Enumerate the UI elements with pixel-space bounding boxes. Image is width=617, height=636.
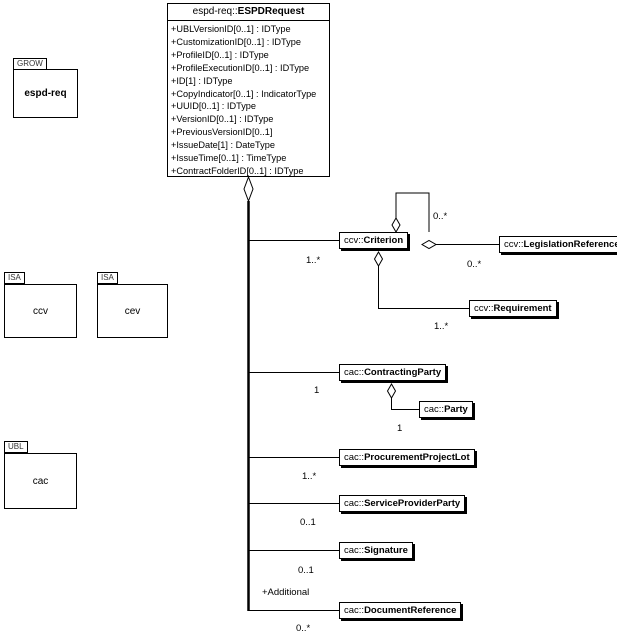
package-tab-ccv: ISA [4, 272, 25, 284]
package-cev[interactable]: cev [97, 284, 168, 338]
multiplicity-contracting-party: 1 [314, 385, 320, 396]
package-espd-req[interactable]: espd-req [13, 69, 78, 118]
attribute: +CustomizationID[0..1] : IDType [171, 36, 301, 47]
class-requirement[interactable]: ccv::Requirement [469, 300, 557, 317]
class-prefix: espd-req:: [192, 6, 238, 17]
attribute: +ProfileExecutionID[0..1] : IDType [171, 62, 310, 73]
class-prefix: cac:: [344, 605, 365, 616]
criterion-self-line [395, 192, 430, 232]
class-legislation-reference[interactable]: ccv::LegislationReference [499, 236, 617, 253]
attribute: +PreviousVersionID[0..1] [171, 127, 273, 138]
class-name: Signature [364, 545, 408, 556]
multiplicity-party: 1 [397, 423, 403, 434]
class-name: DocumentReference [364, 605, 457, 616]
multiplicity-signature: 0..1 [298, 565, 314, 576]
class-name: Criterion [363, 235, 404, 246]
role-label-additional: +Additional [262, 587, 310, 598]
class-name: ServiceProviderParty [364, 498, 461, 509]
class-prefix: cac:: [424, 404, 445, 415]
criterion-self-diamond [391, 216, 401, 234]
attribute: +IssueTime[0..1] : TimeType [171, 153, 287, 164]
attribute: +VersionID[0..1] : IDType [171, 114, 274, 125]
attribute: +ContractFolderID[0..1] : IDType [171, 165, 304, 176]
contracting-party-party-line [391, 398, 419, 410]
multiplicity-criterion-self: 0..* [433, 211, 448, 222]
attribute: +ProfileID[0..1] : IDType [171, 49, 269, 60]
criterion-requirement-diamond [373, 250, 384, 268]
class-criterion[interactable]: ccv::Criterion [339, 232, 409, 249]
package-cac[interactable]: cac [4, 453, 77, 509]
class-prefix: ccv:: [504, 239, 524, 250]
root-aggregation-diamond [243, 175, 254, 203]
attribute: +ID[1] : IDType [171, 75, 233, 86]
class-prefix: cac:: [344, 498, 365, 509]
criterion-legislation-diamond [420, 239, 438, 250]
package-tab-cev: ISA [97, 272, 118, 284]
class-name: LegislationReference [523, 239, 617, 250]
class-espd-request[interactable]: espd-req::ESPDRequest +UBLVersionID[0..1… [167, 3, 330, 177]
attribute: +UUID[0..1] : IDType [171, 101, 257, 112]
multiplicity-procurement-lot: 1..* [302, 471, 317, 482]
attribute: +IssueDate[1] : DateType [171, 140, 275, 151]
class-name: ESPDRequest [237, 6, 305, 17]
multiplicity-service-provider: 0..1 [300, 517, 316, 528]
class-prefix: ccv:: [474, 303, 494, 314]
class-prefix: ccv:: [344, 235, 364, 246]
class-name: ContractingParty [364, 367, 442, 378]
class-title: espd-req::ESPDRequest [168, 4, 329, 21]
attribute-list: +UBLVersionID[0..1] : IDType +Customizat… [168, 21, 329, 178]
package-tab-cac: UBL [4, 441, 28, 453]
class-signature[interactable]: cac::Signature [339, 542, 413, 559]
class-prefix: cac:: [344, 452, 365, 463]
multiplicity-document-reference: 0..* [296, 623, 311, 634]
contracting-party-diamond [386, 382, 397, 400]
class-contracting-party[interactable]: cac::ContractingParty [339, 364, 447, 381]
class-document-reference[interactable]: cac::DocumentReference [339, 602, 462, 619]
class-prefix: cac:: [344, 367, 365, 378]
multiplicity-requirement: 1..* [434, 321, 449, 332]
multiplicity-criterion: 1..* [306, 255, 321, 266]
attribute: +CopyIndicator[0..1] : IndicatorType [171, 88, 317, 99]
package-ccv[interactable]: ccv [4, 284, 77, 338]
class-prefix: cac:: [344, 545, 365, 556]
multiplicity-legislation: 0..* [467, 259, 482, 270]
class-name: Party [444, 404, 468, 415]
class-procurement-project-lot[interactable]: cac::ProcurementProjectLot [339, 449, 475, 466]
class-party[interactable]: cac::Party [419, 401, 473, 418]
class-name: ProcurementProjectLot [364, 452, 470, 463]
criterion-requirement-line [378, 266, 469, 309]
class-service-provider-party[interactable]: cac::ServiceProviderParty [339, 495, 466, 512]
class-name: Requirement [493, 303, 552, 314]
attribute: +UBLVersionID[0..1] : IDType [171, 24, 291, 34]
